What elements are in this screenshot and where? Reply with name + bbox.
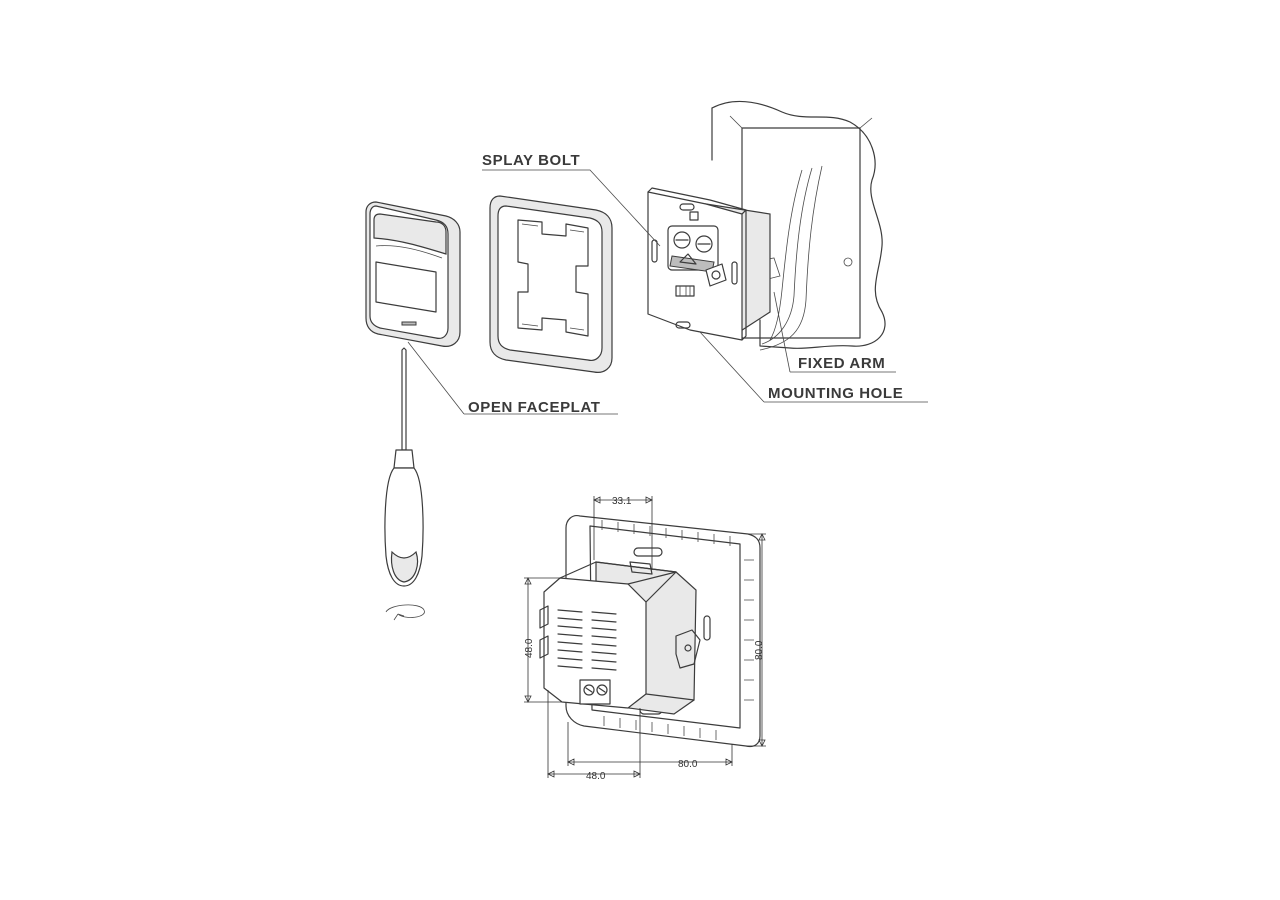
dim-module-height: 48.0 <box>524 638 535 658</box>
frame <box>489 195 613 373</box>
module-vents <box>557 609 617 671</box>
label-splay-bolt: SPLAY BOLT <box>482 152 580 169</box>
label-open-faceplate: OPEN FACEPLAT <box>468 399 601 416</box>
label-mounting-hole: MOUNTING HOLE <box>768 385 903 402</box>
faceplate <box>365 201 461 347</box>
dimension-lines <box>524 496 766 778</box>
dim-height: 80.0 <box>754 640 765 660</box>
screwdriver-icon <box>384 347 425 621</box>
dim-depth-top: 33.1 <box>612 496 632 507</box>
dim-width: 80.0 <box>678 759 698 770</box>
mounting-insert <box>647 187 771 341</box>
label-fixed-arm: FIXED ARM <box>798 355 885 372</box>
dim-depth-bottom: 48.0 <box>586 771 606 782</box>
dimensioned-unit <box>539 515 761 748</box>
leader-lines <box>407 169 928 415</box>
